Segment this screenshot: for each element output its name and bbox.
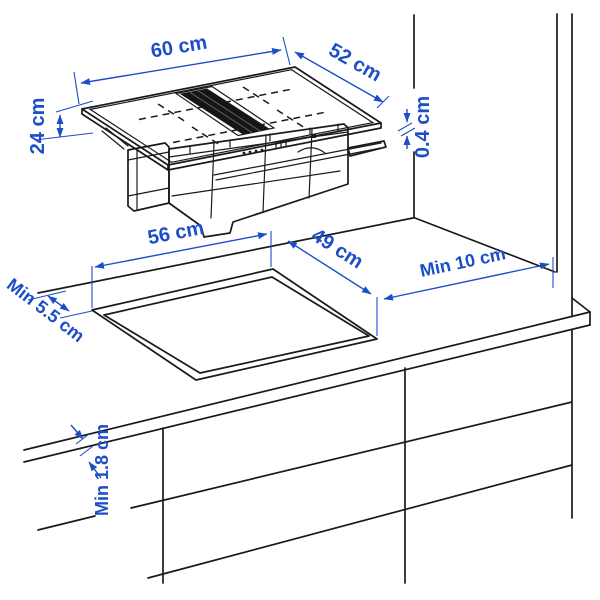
dimension-unit-height: 24 cm xyxy=(27,98,94,155)
dimension-label-cutout-depth: 49 cm xyxy=(307,224,367,273)
base-cabinet-drawers xyxy=(37,367,573,584)
dimension-hob-above-worktop: 0.4 cm xyxy=(397,96,434,158)
tall-cabinet xyxy=(556,13,573,519)
dimension-label-hob-above-worktop: 0.4 cm xyxy=(412,96,434,158)
extractor-grille xyxy=(174,85,276,137)
dimension-cutout-width: 56 cm xyxy=(91,217,272,308)
dimension-label-hob-width: 60 cm xyxy=(149,32,209,63)
dimension-label-unit-height: 24 cm xyxy=(27,98,49,155)
dimension-clearance-side: Min 10 cm xyxy=(383,243,554,301)
worktop-cutout xyxy=(91,268,378,381)
dimension-hob-width: 60 cm xyxy=(73,32,291,105)
worktop xyxy=(23,268,591,463)
dimension-label-hob-depth: 52 cm xyxy=(325,39,385,86)
dimension-label-worktop-thickness: Min 1.8 cm xyxy=(92,424,112,516)
dimension-worktop-thickness: Min 1.8 cm xyxy=(70,424,112,516)
extractor-box-unit xyxy=(101,123,387,238)
dimension-label-cutout-width: 56 cm xyxy=(146,217,206,249)
